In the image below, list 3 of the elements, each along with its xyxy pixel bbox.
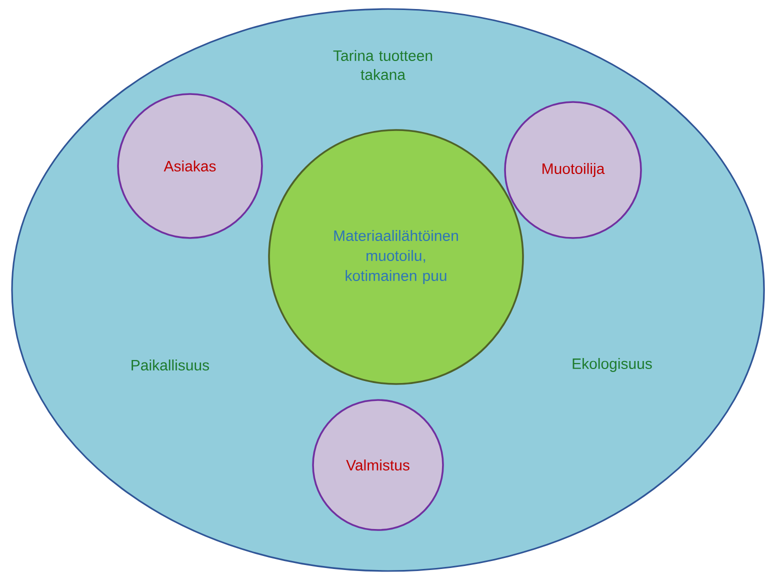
region-label: Paikallisuus [132, 360, 210, 370]
region-label: Ekologisuus [572, 358, 652, 372]
region-label: Tarina tuotteen takana [333, 50, 432, 80]
